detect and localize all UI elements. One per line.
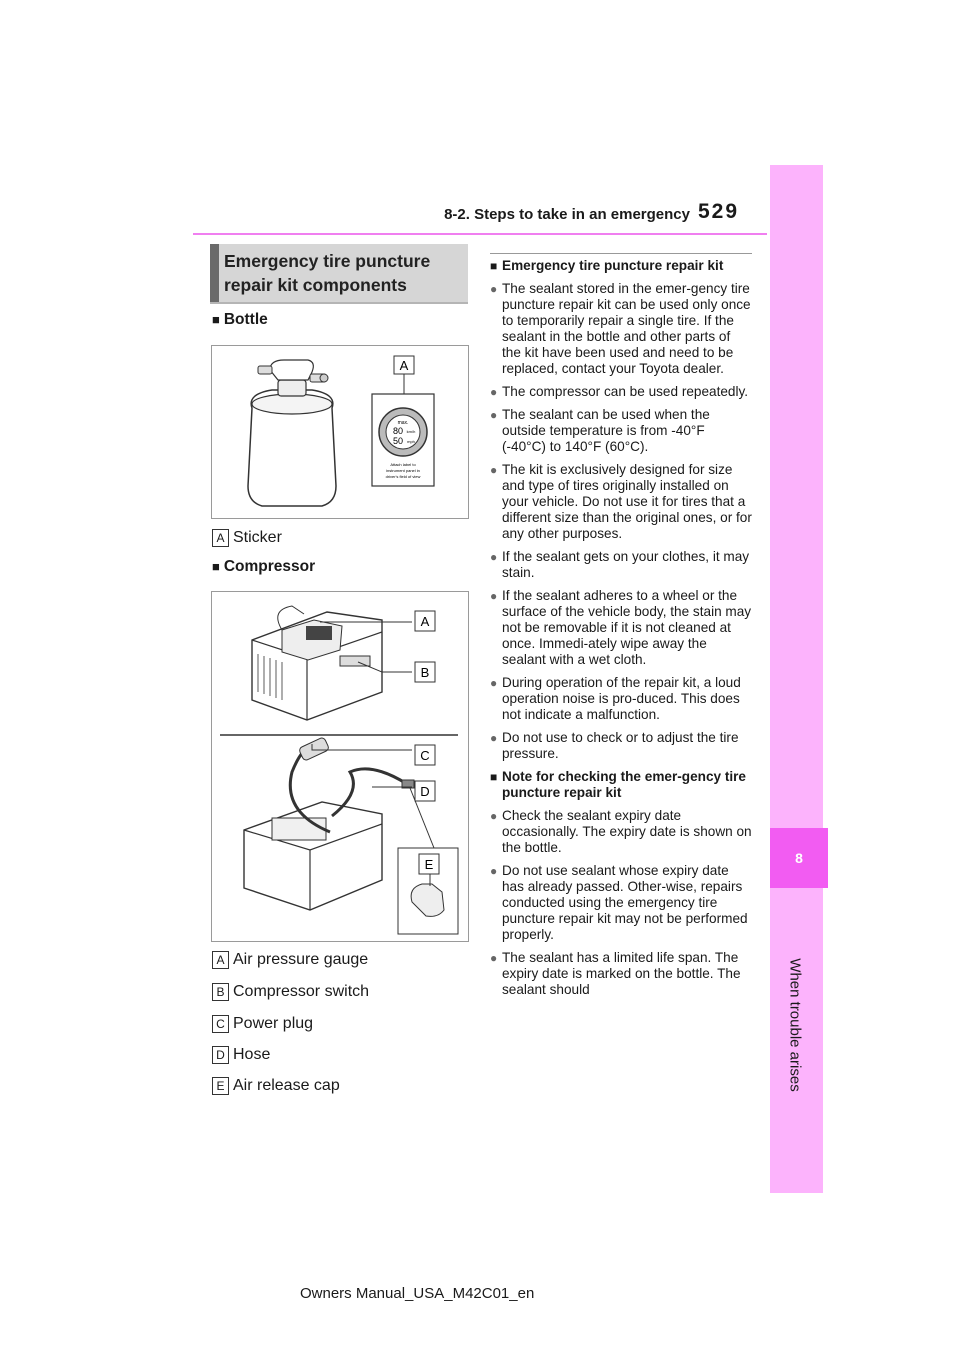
- callout-letter: A: [212, 951, 229, 969]
- chapter-title: When trouble arises: [782, 900, 808, 1150]
- callout-letter: E: [212, 1077, 229, 1095]
- callout-air-pressure-gauge: A Air pressure gauge: [212, 951, 368, 969]
- callout-text: Power plug: [233, 1015, 314, 1032]
- note-item: The compressor can be used repeatedly.: [490, 384, 752, 400]
- sticker-text: Attach label to: [390, 462, 416, 467]
- callout-text: Compressor switch: [233, 983, 370, 1000]
- figure-label: C: [420, 748, 429, 763]
- note-item: The sealant stored in the emer-gency tir…: [490, 281, 752, 377]
- note-item: The sealant can be used when the outside…: [490, 407, 752, 455]
- callout-text: Air pressure gauge: [233, 951, 369, 968]
- sticker-text: 80: [393, 426, 403, 436]
- notes-rule: [490, 253, 752, 254]
- running-header: 8-2. Steps to take in an emergency: [444, 206, 690, 223]
- bottle-illustration: max. 80 km/h 50 mph Attach label to inst…: [247, 355, 435, 507]
- callout-compressor-switch: B Compressor switch: [212, 983, 369, 1001]
- bottle-heading: ■Bottle: [212, 311, 268, 328]
- page-number: 529: [698, 200, 740, 223]
- callout-sticker: A Sticker: [212, 529, 282, 547]
- sticker-text: 50: [393, 436, 403, 446]
- notes-heading: Emergency tire puncture repair kit: [490, 258, 752, 274]
- note-item: During operation of the repair kit, a lo…: [490, 675, 752, 723]
- callout-power-plug: C Power plug: [212, 1015, 313, 1033]
- compressor-heading: ■Compressor: [212, 558, 316, 575]
- chapter-number-box: 8: [770, 828, 828, 888]
- sticker-text: mph: [407, 439, 415, 444]
- note-item: If the sealant adheres to a wheel or the…: [490, 588, 752, 668]
- note-item: The kit is exclusively designed for size…: [490, 462, 752, 542]
- compressor-illustration: A B C D E: [220, 605, 459, 935]
- bottle-figure: max. 80 km/h 50 mph Attach label to inst…: [211, 345, 469, 519]
- note-item: Do not use sealant whose expiry date has…: [490, 863, 752, 943]
- callout-letter: D: [212, 1046, 229, 1064]
- chapter-number: 8: [795, 850, 803, 866]
- sticker-text: driver's field of view: [386, 474, 421, 479]
- notes-column: Emergency tire puncture repair kit The s…: [490, 253, 752, 1005]
- square-bullet-icon: ■: [212, 312, 220, 327]
- sticker-text: km/h: [407, 429, 416, 434]
- callout-text: Air release cap: [233, 1077, 340, 1094]
- chapter-title-text: When trouble arises: [786, 958, 804, 1092]
- figure-label: E: [425, 857, 434, 872]
- callout-text: Hose: [233, 1046, 271, 1063]
- document-footer: Owners Manual_USA_M42C01_en: [300, 1285, 535, 1302]
- callout-letter: A: [212, 529, 229, 547]
- section-title-bar: [210, 244, 219, 302]
- section-title-box: Emergency tire puncture repair kit compo…: [210, 244, 468, 304]
- callout-hose: D Hose: [212, 1046, 270, 1064]
- callout-air-release-cap: E Air release cap: [212, 1077, 340, 1095]
- sticker-text: max.: [398, 420, 409, 426]
- header-rule: [193, 233, 767, 235]
- note-item: If the sealant gets on your clothes, it …: [490, 549, 752, 581]
- callout-letter: B: [212, 983, 229, 1001]
- compressor-figure: A B C D E: [211, 591, 469, 942]
- note-item: The sealant has a limited life span. The…: [490, 950, 752, 998]
- square-bullet-icon: ■: [212, 559, 220, 574]
- section-title: Emergency tire puncture repair kit compo…: [224, 251, 431, 295]
- callout-letter: C: [212, 1015, 229, 1033]
- figure-label: A: [421, 614, 430, 629]
- figure-label: B: [421, 665, 430, 680]
- sticker-text: instrument panel in: [386, 468, 420, 473]
- note-item: Check the sealant expiry date occasional…: [490, 808, 752, 856]
- figure-label: A: [400, 358, 409, 373]
- notes-heading: Note for checking the emer-gency tire pu…: [490, 769, 752, 801]
- chapter-side-tab: [770, 165, 823, 1193]
- note-item: Do not use to check or to adjust the tir…: [490, 730, 752, 762]
- callout-text: Sticker: [233, 529, 282, 546]
- figure-label: D: [420, 784, 429, 799]
